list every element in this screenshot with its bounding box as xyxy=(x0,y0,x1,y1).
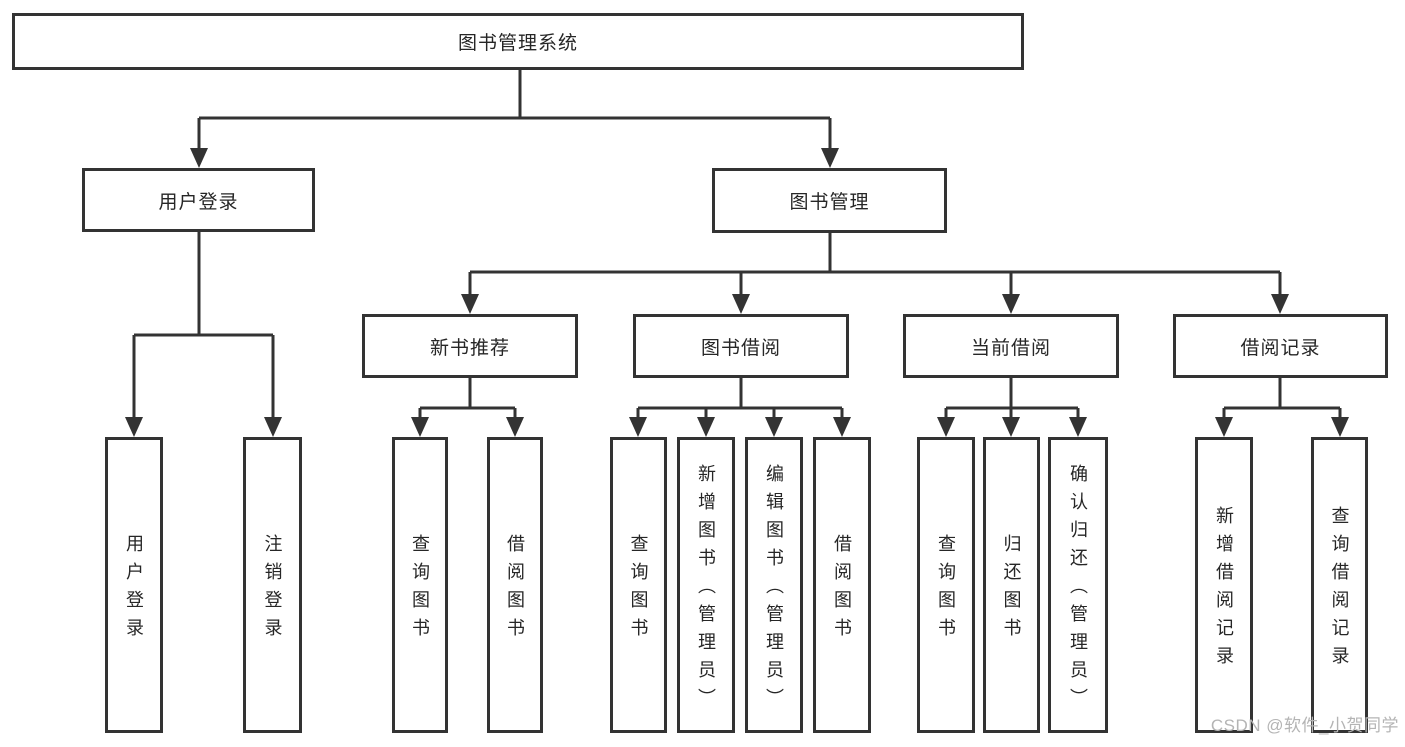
leaf-borrow-books: 借阅图书 xyxy=(813,437,871,733)
leaf-borrow-books-recommend: 借阅图书 xyxy=(487,437,543,733)
leaf-logout: 注销登录 xyxy=(243,437,302,733)
node-user-login: 用户登录 xyxy=(82,168,315,232)
leaf-query-borrow-record: 查询借阅记录 xyxy=(1311,437,1368,733)
node-new-book-recommendation: 新书推荐 xyxy=(362,314,578,378)
node-borrowing-records: 借阅记录 xyxy=(1173,314,1388,378)
leaf-edit-books-admin: 编辑图书（管理员） xyxy=(745,437,803,733)
leaf-return-books: 归还图书 xyxy=(983,437,1040,733)
leaf-add-borrow-record: 新增借阅记录 xyxy=(1195,437,1253,733)
leaf-query-books-recommend: 查询图书 xyxy=(392,437,448,733)
node-book-borrowing: 图书借阅 xyxy=(633,314,849,378)
leaf-user-login: 用户登录 xyxy=(105,437,163,733)
leaf-query-books-borrowing: 查询图书 xyxy=(610,437,667,733)
leaf-query-books-current: 查询图书 xyxy=(917,437,975,733)
arrowheads xyxy=(125,148,1349,437)
node-library-management-system: 图书管理系统 xyxy=(12,13,1024,70)
node-current-borrowing: 当前借阅 xyxy=(903,314,1119,378)
csdn-watermark: CSDN @软件_小贺同学 xyxy=(1210,716,1399,735)
node-book-management: 图书管理 xyxy=(712,168,947,233)
leaf-confirm-return-admin: 确认归还（管理员） xyxy=(1048,437,1108,733)
leaf-add-books-admin: 新增图书（管理员） xyxy=(677,437,735,733)
